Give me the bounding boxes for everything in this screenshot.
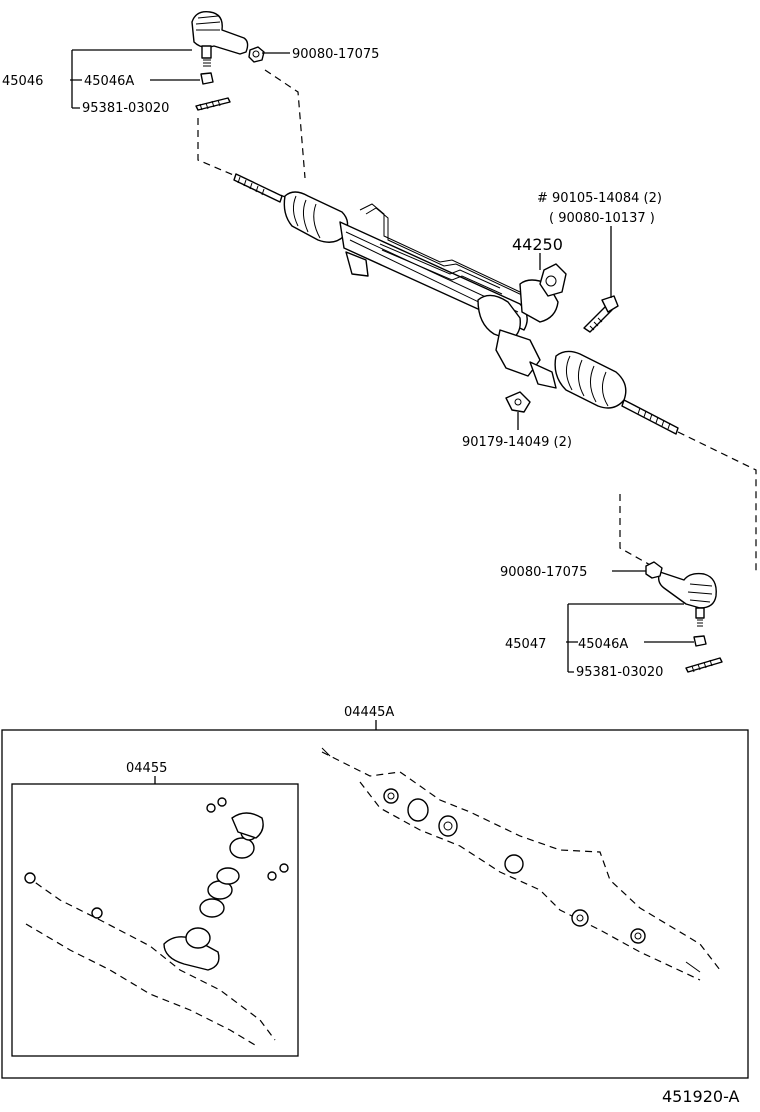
cotter-pin-95381-03020-top: [195, 97, 231, 111]
label-90080-17075-top: 90080-17075: [292, 47, 379, 62]
tie-rod-end-right: [657, 571, 717, 627]
label-95381-03020-top: 95381-03020: [82, 101, 169, 116]
figure-code: 451920-A: [662, 1087, 740, 1106]
assembly-line-bottom-right: [619, 431, 757, 574]
label-45047: 45047: [505, 637, 546, 652]
gasket-kit-seals: [383, 788, 646, 944]
assembly-line-top-left: [197, 69, 306, 206]
label-45046A-top: 45046A: [84, 74, 134, 89]
label-44250: 44250: [512, 235, 563, 254]
bolt-90105-14084: [583, 295, 619, 333]
label-90179-14049: 90179-14049 (2): [462, 435, 572, 450]
label-90105-14084: # 90105-14084 (2): [537, 191, 662, 206]
castle-nut-45046A-top: [200, 72, 214, 85]
label-45046: 45046: [2, 74, 43, 89]
nut-90080-17075-top: [248, 46, 265, 63]
label-04455: 04455: [126, 761, 167, 776]
valve-seal-kit-parts: [24, 797, 289, 971]
tie-rod-end-left: [191, 11, 249, 67]
label-04445A: 04445A: [344, 705, 394, 720]
leader-45047-bracket: [566, 603, 684, 673]
label-90080-10137: ( 90080-10137 ): [549, 211, 655, 226]
gasket-kit-rack-outline: [321, 747, 721, 981]
valve-seal-kit-housing-outline: [25, 875, 276, 1046]
label-45046A-bottom: 45046A: [578, 637, 628, 652]
valve-seal-kit-box: [11, 783, 299, 1057]
label-95381-03020-bottom: 95381-03020: [576, 665, 663, 680]
leader-45046-bracket: [70, 49, 192, 109]
steering-rack-assembly: [233, 173, 679, 435]
gasket-kit-box: [1, 729, 749, 1079]
nut-90080-17075-bottom: [645, 561, 663, 579]
cotter-pin-95381-03020-bottom: [685, 657, 723, 673]
label-90080-17075-bottom: 90080-17075: [500, 565, 587, 580]
castle-nut-45046A-bottom: [693, 635, 707, 647]
clip-90179-14049: [505, 391, 531, 413]
